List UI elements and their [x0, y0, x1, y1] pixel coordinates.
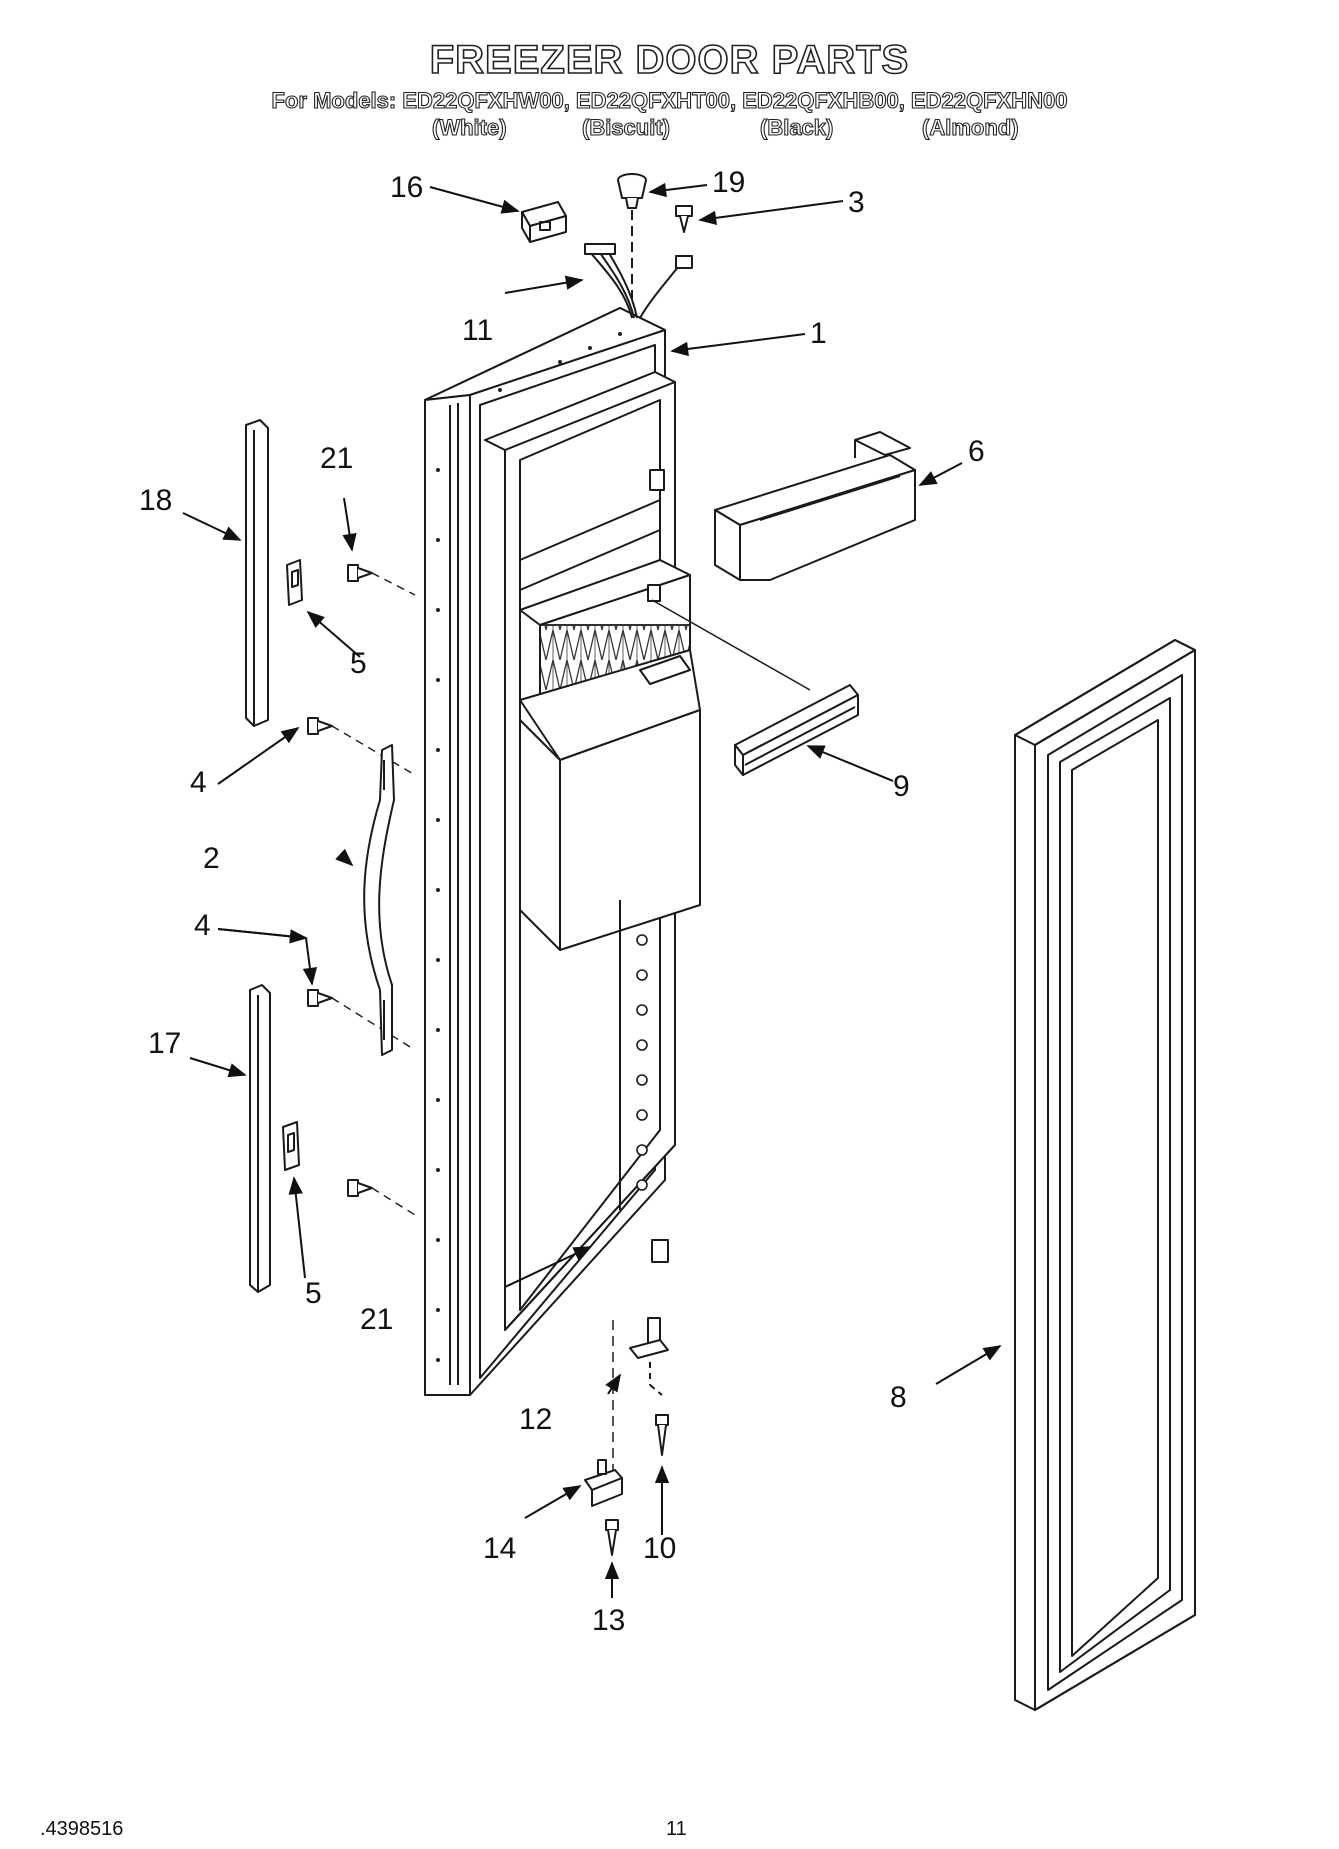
trim-strip-upper	[245, 419, 269, 727]
screw-10	[655, 1414, 669, 1456]
models-line: For Models: ED22QFXHW00, ED22QFXHT00, ED…	[271, 87, 1068, 113]
callout-8: 8	[890, 1381, 907, 1414]
connector-block	[521, 201, 567, 243]
variant-white: (White)	[431, 114, 507, 140]
trim-strip-lower	[249, 984, 271, 1293]
door-gasket	[1014, 639, 1196, 1711]
callout-19: 19	[712, 166, 745, 199]
freezer-door	[424, 307, 701, 1396]
callout-18: 18	[139, 484, 172, 517]
document-number: .4398516	[40, 1818, 124, 1840]
clip-lower	[282, 1121, 300, 1171]
callout-16: 16	[390, 171, 423, 204]
callout-14: 14	[483, 1532, 516, 1565]
clip-upper	[286, 559, 303, 606]
hinge-12	[629, 1317, 669, 1396]
door-handle	[363, 744, 395, 1056]
page-title: FREEZER DOOR PARTS	[429, 37, 910, 83]
callout-17: 17	[148, 1027, 181, 1060]
wire-harness	[584, 243, 693, 319]
callout-1: 1	[810, 317, 827, 350]
variant-almond: (Almond)	[921, 114, 1019, 140]
variant-black: (Black)	[759, 114, 834, 140]
callout-12: 12	[519, 1403, 552, 1436]
callout-2: 2	[203, 842, 220, 875]
page-number: 11	[666, 1818, 687, 1840]
leader-lines	[182, 182, 1002, 1598]
callout-4b: 4	[194, 909, 211, 942]
screw-21-lower	[347, 1179, 416, 1216]
callout-21a: 21	[320, 442, 353, 475]
callout-3: 3	[848, 186, 865, 219]
plug-button	[617, 173, 647, 300]
callout-13: 13	[592, 1604, 625, 1637]
callout-4a: 4	[190, 766, 207, 799]
callout-5b: 5	[305, 1277, 322, 1310]
callout-5a: 5	[350, 647, 367, 680]
callout-9: 9	[893, 770, 910, 803]
screw-4-lower	[307, 989, 416, 1051]
callout-11: 11	[462, 314, 493, 347]
callout-10: 10	[643, 1532, 676, 1565]
screw-4-upper	[307, 717, 416, 776]
screw-13	[605, 1519, 619, 1556]
callout-21b: 21	[360, 1303, 393, 1336]
door-bin	[714, 431, 916, 581]
hinge-bracket-14	[584, 1459, 623, 1507]
callout-6: 6	[968, 435, 985, 468]
screw-21-upper	[347, 564, 416, 596]
variant-biscuit: (Biscuit)	[581, 114, 670, 140]
bin-rail	[734, 684, 859, 776]
screw-3	[675, 205, 693, 233]
